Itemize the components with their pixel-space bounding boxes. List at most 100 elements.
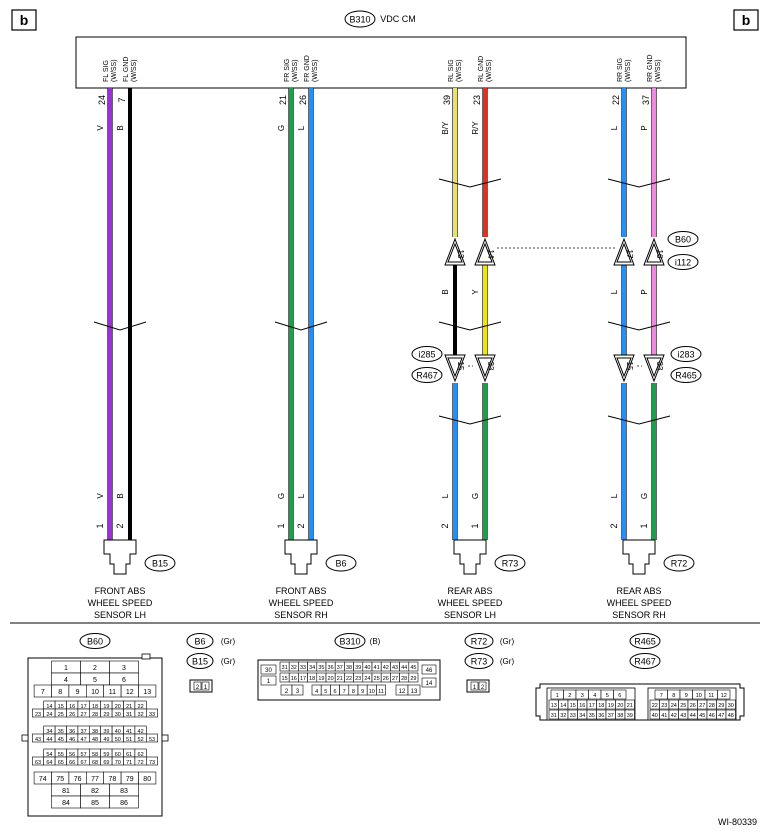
legend-r465-right-3-pin: 45 xyxy=(699,713,705,719)
ch1-sensor-code-oval xyxy=(144,554,176,572)
legend-b60-pin: 25 xyxy=(58,712,64,718)
legend-r465-left-1-pin: 2 xyxy=(568,693,571,699)
legend-r72-pin: 2 xyxy=(481,685,485,691)
legend-b6-code: B6 xyxy=(194,637,205,647)
legend-b310-top-pin: 41 xyxy=(374,665,380,671)
ch1-pin2-label: FL GND xyxy=(123,57,130,82)
ch1-pin2-module-pin: 7 xyxy=(117,97,127,102)
ch3-pin1-mid-color: B xyxy=(441,289,450,294)
ch3-sensor-name-2: WHEEL SPEED xyxy=(438,598,503,608)
legend-b310-right-a2-pin: 14 xyxy=(426,681,433,687)
legend-b60-pin: 71 xyxy=(126,760,132,766)
legend-r465-left-3-pin: 31 xyxy=(551,713,557,719)
legend-b60-pin: 47 xyxy=(81,737,87,743)
legend-b60-pin: 67 xyxy=(81,760,87,766)
ch1-pin1-top-color: V xyxy=(96,125,105,131)
ch3-conn2-code-a: i285 xyxy=(418,350,435,360)
legend-b60-pin: 68 xyxy=(92,760,98,766)
legend-r465-right-3-pin: 48 xyxy=(728,713,734,719)
legend-b310-bot-pin: 8 xyxy=(352,689,355,695)
legend-b60-pin: 69 xyxy=(103,760,109,766)
module-code: B310 xyxy=(349,15,370,25)
legend-r465-right-2-pin: 22 xyxy=(652,703,658,709)
legend-b60-pin: 20 xyxy=(115,704,121,710)
legend-b60-pin: 84 xyxy=(62,800,70,807)
ch3-break-top xyxy=(438,178,502,188)
ch3-sensor-name-3: SENSOR LH xyxy=(444,610,496,620)
legend-b310-bot-pin: 7 xyxy=(343,689,346,695)
ch1-sensor-name-3: SENSOR LH xyxy=(94,610,146,620)
ch3-pin2-conn2-pin: 33 xyxy=(486,362,495,371)
legend-b60-pin: 58 xyxy=(92,752,98,758)
ch2-sensor-code-oval xyxy=(325,554,357,572)
legend-r465-right-2-pin: 25 xyxy=(680,703,686,709)
legend-b60-pin: 85 xyxy=(91,800,99,807)
ch3-sensor-connector xyxy=(453,539,487,575)
legend-b60-pin: 45 xyxy=(58,737,64,743)
legend-b310-bot-pin: 5 xyxy=(324,689,327,695)
legend-b310-left-a2-cell xyxy=(260,675,277,686)
ch1-pin1-module-pin: 24 xyxy=(97,95,107,105)
legend-r465-right-1-pin: 8 xyxy=(672,693,675,699)
legend-r467-code-oval xyxy=(629,653,661,669)
ch2-pin1-module-pin: 21 xyxy=(278,95,288,105)
legend-b310-mid-pin: 23 xyxy=(355,676,361,682)
legend-b310-mid-pin: 16 xyxy=(291,676,297,682)
legend-r465-right-2-pin: 30 xyxy=(728,703,734,709)
legend-b60-pin: 29 xyxy=(103,712,109,718)
ch1-sensor-code: B15 xyxy=(152,559,168,569)
legend-b310-top-pin: 42 xyxy=(383,665,389,671)
ch3-pin2-bottom-color: G xyxy=(471,493,480,499)
legend-r465-right-3-pin: 41 xyxy=(661,713,667,719)
legend-r465-left-1-pin: 1 xyxy=(556,693,559,699)
legend-b310-bot-pin: 9 xyxy=(361,689,364,695)
legend-r72-cell xyxy=(470,681,479,691)
ch3-sensor-code-oval xyxy=(494,554,526,572)
legend-b310-mid-pin: 24 xyxy=(364,676,370,682)
ch4-pin2-bottom-color: G xyxy=(640,493,649,499)
legend-r465-right-2-pin: 28 xyxy=(709,703,715,709)
legend-b60-pin: 7 xyxy=(41,689,45,696)
legend-b60-pin: 32 xyxy=(138,712,144,718)
legend-b60-pin: 40 xyxy=(115,729,121,735)
legend-b6-code-oval xyxy=(186,633,214,649)
legend-b60-cell xyxy=(146,708,159,718)
legend-b60-pin: 44 xyxy=(46,737,52,743)
ch4-conn2-code-b: R465 xyxy=(675,371,697,381)
legend-r465-left-3-pin: 37 xyxy=(608,713,614,719)
legend-r465-left-2-pin: 20 xyxy=(617,703,623,709)
legend-b310-top-pin: 36 xyxy=(328,665,334,671)
legend-b60-pin: 61 xyxy=(126,752,132,758)
legend-r72-color: (Gr) xyxy=(500,637,515,646)
ch4-pin2-sensor-pin: 1 xyxy=(639,523,649,528)
legend-b60-pin: 34 xyxy=(46,729,52,735)
ch3-pin2-conn2-inner xyxy=(477,357,493,378)
legend-r465-right-2-cell xyxy=(725,699,736,710)
legend-r465-right-3-cell xyxy=(725,709,736,720)
ch3-pin1-conn2-inner xyxy=(447,357,463,378)
legend-b60-pin: 51 xyxy=(126,737,132,743)
legend-b60-pin: 16 xyxy=(69,704,75,710)
legend-r465-right-2-pin: 23 xyxy=(661,703,667,709)
legend-r465-right-3-pin: 44 xyxy=(690,713,696,719)
legend-b310-left-b-pin: 3 xyxy=(296,689,300,695)
legend-b60-pin: 14 xyxy=(46,704,52,710)
legend-b60-pin: 22 xyxy=(138,704,144,710)
legend-b60-pin: 23 xyxy=(35,712,41,718)
legend-b60-pin: 2 xyxy=(93,665,97,672)
legend-b310-right-b-pin: 13 xyxy=(411,689,418,695)
legend-r465-right-2-pin: 24 xyxy=(671,703,677,709)
legend-b60-pin: 10 xyxy=(91,689,99,696)
legend-b6-color: (Gr) xyxy=(221,637,236,646)
legend-b60-pin: 42 xyxy=(138,729,144,735)
legend-b310-code-oval xyxy=(334,633,366,649)
ch2-sensor-name-2: WHEEL SPEED xyxy=(269,598,334,608)
legend-b60-pin: 5 xyxy=(93,677,97,684)
legend-b310-bot-pin: 11 xyxy=(378,689,384,695)
legend-r465-left-3-pin: 38 xyxy=(617,713,623,719)
ch1-pin1-sub: (W/SS) xyxy=(111,59,118,82)
legend-b60-pin: 37 xyxy=(81,729,87,735)
legend-b60-cell xyxy=(138,771,157,785)
legend-b60-pin: 72 xyxy=(138,760,144,766)
legend-b310-bot-pin: 6 xyxy=(333,689,336,695)
